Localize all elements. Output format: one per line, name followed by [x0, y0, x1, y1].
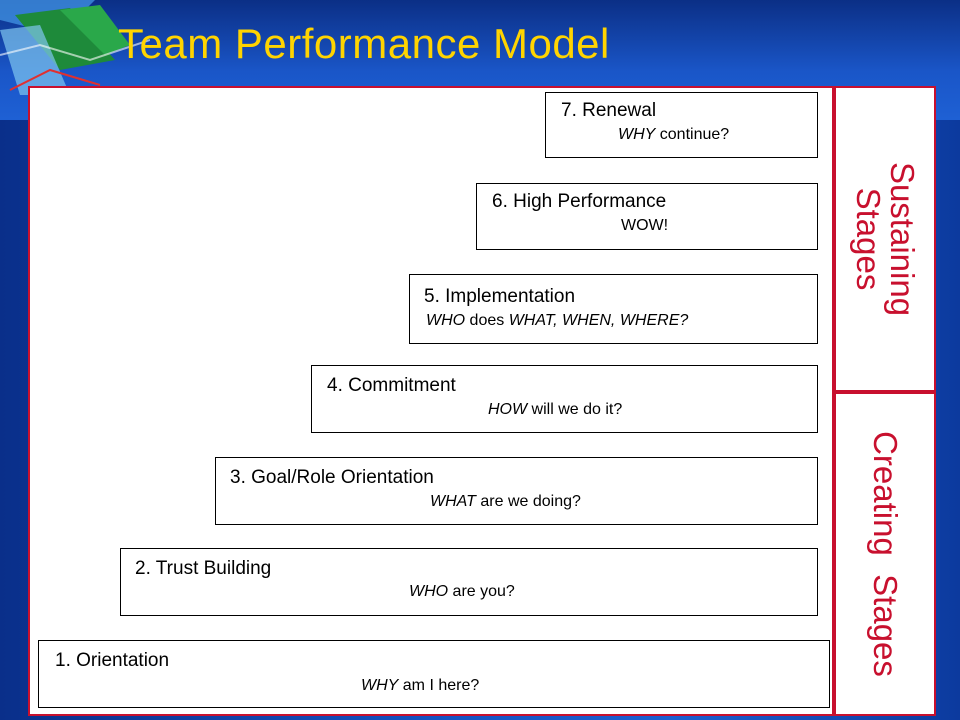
- question-segment: WHY: [361, 677, 399, 694]
- question-segment: WHO: [426, 312, 466, 329]
- stage-name: 6. High Performance: [492, 191, 667, 212]
- stage-name: 1. Orientation: [55, 650, 170, 671]
- sustaining-stages-panel: Sustaining Stages: [834, 86, 936, 392]
- question-segment: will we do it?: [527, 401, 623, 418]
- stage-question: WHAT are we doing?: [430, 493, 581, 511]
- stage-box-goal-role-orientation: 3. Goal/Role Orientation WHAT are we doi…: [215, 457, 818, 525]
- stage-question: WHY am I here?: [361, 677, 479, 695]
- stage-question: WHY continue?: [618, 126, 729, 144]
- stage-name: 7. Renewal: [561, 100, 657, 121]
- question-segment: WOW!: [621, 217, 669, 234]
- stage-box-commitment: 4. Commitment HOW will we do it?: [311, 365, 818, 433]
- question-segment: WHY: [618, 126, 656, 143]
- sustaining-stages-label: Sustaining Stages: [850, 161, 921, 317]
- stage-name: 2. Trust Building: [135, 558, 272, 579]
- question-segment: continue?: [655, 126, 730, 143]
- stage-box-high-performance: 6. High Performance WOW!: [476, 183, 818, 250]
- question-segment: are we doing?: [475, 493, 581, 510]
- stage-box-renewal: 7. Renewal WHY continue?: [545, 92, 818, 158]
- question-segment: HOW: [488, 401, 528, 418]
- question-segment: am I here?: [398, 677, 480, 694]
- stage-question: WHO are you?: [409, 583, 515, 601]
- decorative-ribbon-graphic: [0, 0, 150, 95]
- slide-title: Team Performance Model: [118, 20, 610, 67]
- question-segment: are you?: [448, 583, 515, 600]
- stage-question: HOW will we do it?: [488, 401, 622, 419]
- stage-box-orientation: 1. Orientation WHY am I here?: [38, 640, 830, 708]
- stage-box-trust-building: 2. Trust Building WHO are you?: [120, 548, 818, 616]
- creating-stages-panel: Creating Stages: [834, 392, 936, 716]
- stage-name: 4. Commitment: [327, 375, 456, 396]
- question-segment: WHAT: [430, 493, 476, 510]
- sustaining-label-line2: Stages: [850, 187, 887, 291]
- question-segment: WHAT, WHEN, WHERE?: [508, 312, 689, 329]
- stage-name: 5. Implementation: [424, 286, 576, 307]
- stage-box-implementation: 5. Implementation WHO does WHAT, WHEN, W…: [409, 274, 818, 344]
- stage-question: WOW!: [621, 217, 668, 235]
- stage-name: 3. Goal/Role Orientation: [230, 467, 434, 488]
- creating-stages-label: Creating Stages: [867, 431, 904, 677]
- sustaining-label-line1: Sustaining: [884, 161, 921, 317]
- question-segment: does: [465, 312, 509, 329]
- stage-question: WHO does WHAT, WHEN, WHERE?: [426, 312, 688, 330]
- question-segment: WHO: [409, 583, 449, 600]
